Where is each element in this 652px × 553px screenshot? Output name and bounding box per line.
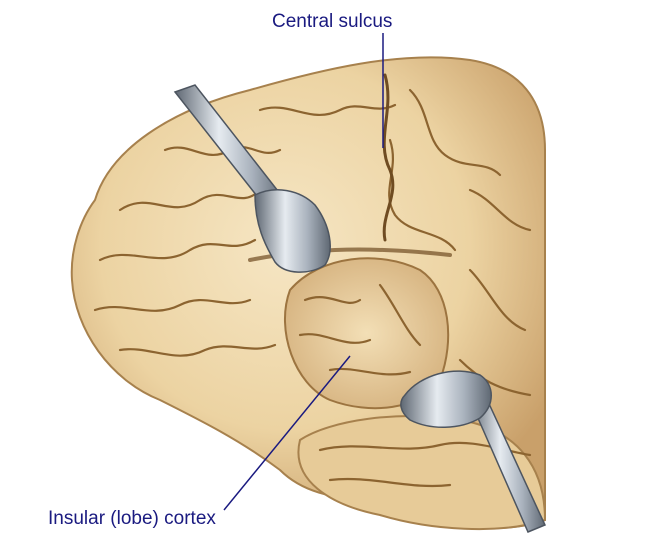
surgical-retractor-icon <box>173 84 331 273</box>
lateral-fissure <box>248 247 452 262</box>
insular-cortex-leader-line <box>223 355 351 511</box>
surgical-retractor-icon <box>400 370 547 533</box>
central-sulcus-label: Central sulcus <box>272 11 393 32</box>
central-sulcus <box>382 73 395 242</box>
insular-cortex-label: Insular (lobe) cortex <box>48 508 216 529</box>
